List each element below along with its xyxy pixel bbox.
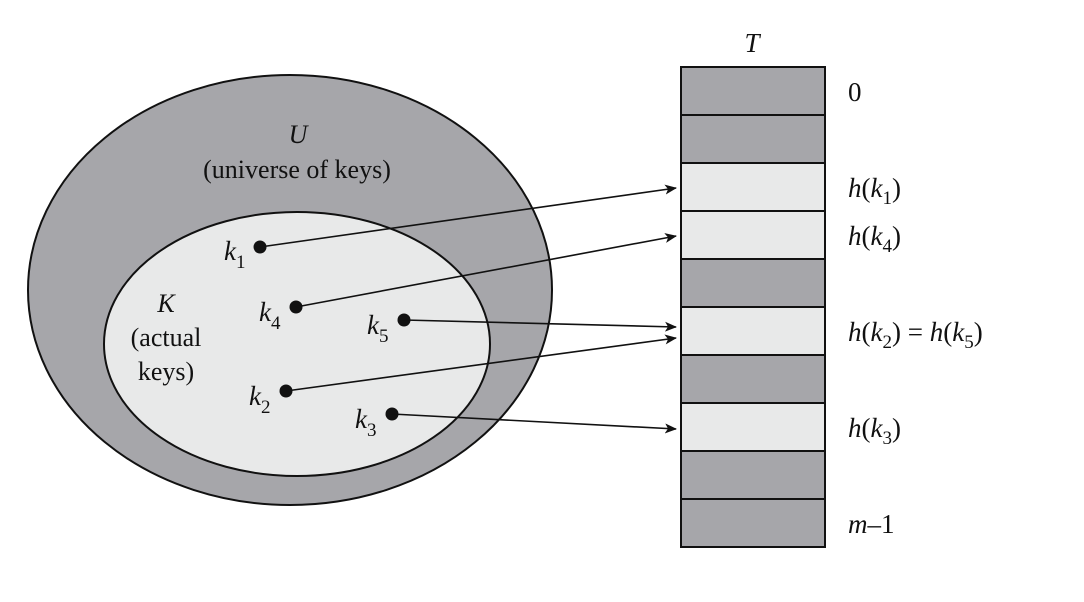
universe-symbol: U <box>289 120 310 149</box>
arrow-k2 <box>285 334 677 392</box>
universe-caption: (universe of keys) <box>203 155 391 184</box>
key-label-k1: k1 <box>224 236 245 273</box>
table-slot-7 <box>680 402 826 452</box>
slot-label-0: 0 <box>848 77 862 107</box>
table-slot-1 <box>680 114 826 164</box>
key-label-k4: k4 <box>259 297 281 334</box>
table-slot-6 <box>680 354 826 404</box>
arrow-k5 <box>403 319 677 332</box>
actual-keys-caption-line2: keys) <box>138 357 194 386</box>
table-slot-4 <box>680 258 826 308</box>
table-slot-5 <box>680 306 826 356</box>
slot-label-h-k1: h(k1) <box>848 173 901 209</box>
table-slot-0 <box>680 66 826 116</box>
actual-keys-caption-line1: (actual <box>131 323 202 352</box>
table-slot-8 <box>680 450 826 500</box>
table-slot-2 <box>680 162 826 212</box>
table-slot-9 <box>680 498 826 548</box>
arrow-k3 <box>391 413 677 434</box>
table-slot-3 <box>680 210 826 260</box>
slot-label-h-k4: h(k4) <box>848 221 901 257</box>
key-label-k3: k3 <box>355 404 376 441</box>
slot-label-m-1: m–1 <box>848 509 895 539</box>
slot-label-h-k2-k5: h(k2) = h(k5) <box>848 317 983 353</box>
arrow-k4 <box>295 233 677 308</box>
table-title: T <box>744 28 761 58</box>
actual-keys-symbol: K <box>156 289 176 318</box>
arrow-k1 <box>259 184 677 248</box>
slot-label-h-k3: h(k3) <box>848 413 901 449</box>
key-label-k2: k2 <box>249 381 270 418</box>
hash-table <box>680 66 826 548</box>
key-label-k5: k5 <box>367 310 388 347</box>
